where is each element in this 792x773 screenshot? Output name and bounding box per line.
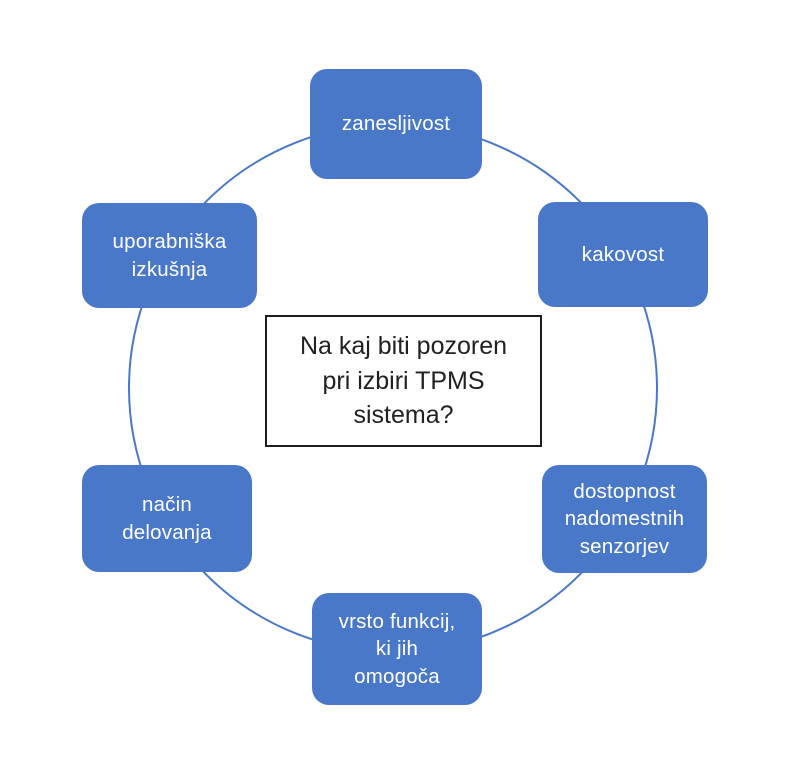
node-zanesljivost: zanesljivost [310, 69, 482, 179]
node-dostopnost-nadomestnih-senzorjev: dostopnost nadomestnih senzorjev [542, 465, 707, 573]
node-uporabniska-izkusnja: uporabniška izkušnja [82, 203, 257, 308]
center-question-box: Na kaj biti pozoren pri izbiri TPMS sist… [265, 315, 542, 447]
node-nacin-delovanja: način delovanja [82, 465, 252, 572]
node-vrsto-funkcij: vrsto funkcij, ki jih omogoča [312, 593, 482, 705]
node-kakovost: kakovost [538, 202, 708, 307]
